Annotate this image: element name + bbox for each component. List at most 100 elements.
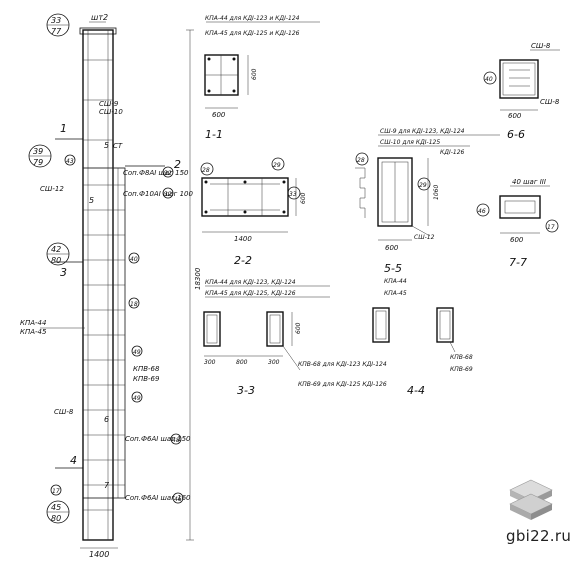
label-5: 5 [104, 141, 109, 150]
bubble-40: 40 [130, 256, 138, 263]
section-7-7 [476, 185, 559, 234]
label-6: 6 [104, 415, 109, 424]
label-5b: 5 [89, 196, 94, 205]
s4-note2: КПВ-69 [450, 366, 473, 373]
bubble-43: 43 [66, 158, 74, 165]
s2-bubble-28: 28 [202, 167, 210, 174]
column-mark-1: 33 77 [46, 13, 70, 37]
s6-dim-w: 600 [508, 112, 522, 120]
label-sh10: СШ-10 [99, 108, 123, 116]
column-mark-1-top: 33 [51, 16, 61, 25]
base-dimension: 1400 [89, 550, 109, 559]
bubble-17: 17 [52, 488, 60, 495]
callout-5-num: 48 [172, 437, 180, 444]
s1-note1: КПА-44 для КДI-123 и КДI-124 [205, 15, 300, 22]
callout-2: Соп.Ф10АI шаг 100 [123, 190, 193, 198]
s3-dim-2: 800 [236, 359, 248, 366]
s5-bubble-29: 29 [419, 182, 427, 189]
bubble-18: 18 [130, 301, 138, 308]
s2-bubble-33: 33 [289, 191, 297, 198]
label-kpa44: КПА-44 [20, 319, 46, 327]
label-7: 7 [104, 481, 110, 490]
section-2-2 [200, 157, 301, 233]
s5-title: 5-5 [384, 262, 402, 275]
section-1-1 [204, 21, 320, 109]
s2-dim-w: 1400 [234, 235, 252, 243]
section-5-5 [355, 134, 500, 241]
s5-note1: СШ-9 для КДI-123, КДI-124 [380, 128, 465, 135]
s7-title: 7-7 [509, 256, 527, 269]
column-mark-3: 42 80 [46, 242, 70, 266]
column-mark-2-top: 39 [33, 147, 43, 156]
s3-dim-1: 300 [204, 359, 216, 366]
section-mark-3: 3 [60, 266, 67, 279]
s2-bubble-29: 29 [273, 162, 281, 169]
bubble-49b: 49 [133, 395, 141, 402]
s1-dim-h: 600 [251, 68, 258, 80]
label-sh12: СШ-12 [40, 185, 64, 193]
s7-dim-w: 600 [510, 236, 524, 244]
s3-dim-3: 300 [268, 359, 280, 366]
s7-top: 40 шаг III [512, 178, 546, 186]
top-mark: шт2 [91, 13, 108, 22]
s3-title: 3-3 [237, 384, 255, 397]
section-mark-2: 2 [174, 158, 181, 171]
s5-dim-h: 1060 [433, 185, 440, 200]
label-sh9: СШ-9 [99, 100, 119, 108]
s1-dim-w: 600 [212, 111, 226, 119]
column-mark-3-bottom: 80 [51, 256, 61, 265]
column-mark-4-top: 45 [51, 503, 61, 512]
section-6-6 [483, 49, 560, 111]
s3-dim-h: 600 [295, 322, 302, 334]
s5-note-sh12: СШ-12 [414, 234, 435, 241]
watermark-site: gbi22.ru [506, 527, 572, 545]
s5-note3: КДI-126 [440, 149, 465, 156]
s3-note4: КПВ-69 для КДI-125 КДI-126 [298, 381, 387, 388]
callout-2-num: 32 [164, 191, 172, 198]
height-dimension: 18300 [194, 267, 202, 290]
bubble-49a: 49 [133, 349, 141, 356]
s2-dim-h: 600 [300, 192, 307, 204]
section-3-3 [203, 285, 330, 371]
s6-bubble: 40 [485, 76, 493, 83]
section-mark-4: 4 [70, 454, 77, 467]
s5-dim-w: 600 [385, 244, 399, 252]
s1-note2: КПА-45 для КДI-125 и КДI-126 [205, 30, 300, 37]
callout-5: Соп.Ф6АI шаг 150 [125, 435, 191, 443]
label-st: СТ [113, 142, 123, 150]
s5-note2: СШ-10 для КДI-125 [380, 139, 440, 146]
callout-3: КПВ-68 [133, 365, 160, 373]
s7-bubble-46: 46 [478, 208, 486, 215]
s5-note-kpa45: КПА-45 [384, 290, 407, 297]
callout-1: Соп.Ф8АI шаг 150 [123, 169, 189, 177]
s2-title: 2-2 [234, 254, 252, 267]
section-4-4 [372, 307, 456, 353]
column-elevation [55, 27, 194, 549]
s3-note3: КПВ-68 для КДI-123 КДI-124 [298, 361, 387, 368]
s6-top: СШ-8 [531, 42, 551, 50]
s3-note1: КПА-44 для КДI-123, КДI-124 [205, 279, 296, 286]
column-mark-4: 45 80 [46, 500, 70, 524]
s1-title: 1-1 [205, 128, 223, 141]
callout-6-num: 46 [174, 496, 182, 503]
callout-4: КПВ-69 [133, 375, 160, 383]
column-mark-2-bottom: 79 [33, 158, 43, 167]
column-mark-4-bottom: 80 [51, 514, 61, 523]
s6-title: 6-6 [507, 128, 525, 141]
column-mark-2: 39 79 [28, 144, 52, 168]
s5-note-kpa44: КПА-44 [384, 278, 407, 285]
callout-6: Соп.Ф6АI шаг 160 [125, 494, 191, 502]
s5-bubble-28: 28 [357, 157, 365, 164]
s6-side: СШ-8 [540, 98, 560, 106]
label-kpa45: КПА-45 [20, 328, 47, 336]
column-mark-1-bottom: 77 [51, 27, 62, 36]
label-sh8: СШ-8 [54, 408, 74, 416]
s4-title: 4-4 [407, 384, 425, 397]
callout-1-num: 32 [164, 170, 172, 177]
column-mark-3-top: 42 [51, 245, 61, 254]
s4-note1: КПВ-68 [450, 354, 473, 361]
s7-bubble-17: 17 [547, 224, 555, 231]
s3-note2: КПА-45 для КДI-125, КДI-126 [205, 290, 296, 297]
